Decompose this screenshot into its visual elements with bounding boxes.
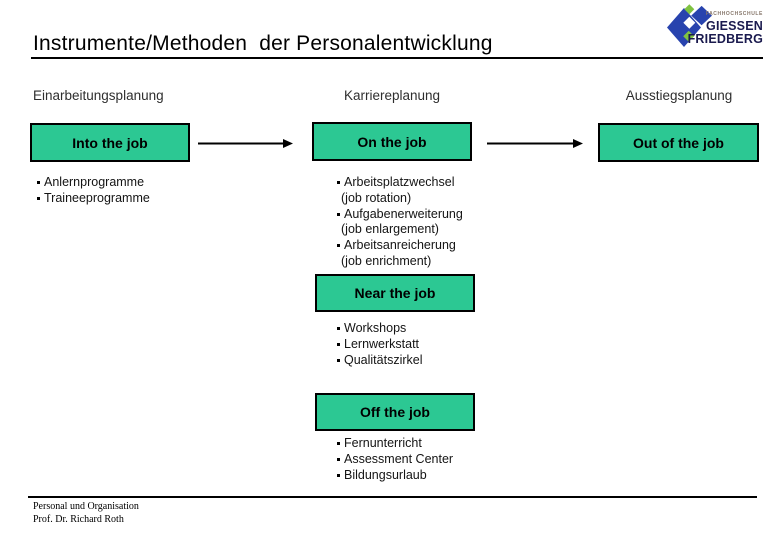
off-the-job-list: Fernunterricht Assessment Center Bildung…	[337, 436, 453, 483]
list-item-sub: (job enlargement)	[341, 222, 439, 237]
footer-divider	[28, 496, 757, 498]
bullet-square-icon	[337, 457, 340, 461]
footer-line1: Personal und Organisation	[33, 501, 139, 512]
arrow-right-icon	[198, 139, 293, 148]
bullet-square-icon	[337, 442, 340, 445]
arrow-right-icon	[487, 139, 583, 148]
list-item: Aufgabenerweiterung	[337, 207, 463, 223]
list-item: Assessment Center	[337, 452, 453, 468]
box-on-the-job: On the job	[312, 122, 472, 161]
into-the-job-list: Anlernprogramme Traineeprogramme	[37, 175, 150, 207]
list-item: Fernunterricht	[337, 436, 453, 452]
list-item-sub: (job enrichment)	[341, 253, 432, 268]
bullet-square-icon	[37, 181, 40, 184]
near-the-job-list: Workshops Lernwerkstatt Qualitätszirkel	[337, 321, 423, 368]
bullet-square-icon	[337, 358, 340, 362]
bullet-square-icon	[337, 473, 340, 477]
box-into-the-job: Into the job	[30, 123, 190, 162]
logo-institution-text: FACHHOCHSCHULE	[705, 11, 763, 17]
logo-name-line1: GIESSEN	[706, 19, 763, 33]
column-header-ausstiegsplanung: Ausstiegsplanung	[625, 88, 733, 103]
list-item: Arbeitsplatzwechsel	[337, 175, 463, 191]
box-near-the-job: Near the job	[315, 274, 475, 312]
list-item: Bildungsurlaub	[337, 468, 453, 484]
list-item: Lernwerkstatt	[337, 337, 423, 353]
list-item: Workshops	[337, 321, 423, 337]
bullet-square-icon	[337, 327, 340, 330]
bullet-square-icon	[337, 181, 340, 184]
bullet-square-icon	[337, 212, 340, 216]
title-underline	[31, 57, 763, 59]
list-item: Anlernprogramme	[37, 175, 150, 191]
list-item: Traineeprogramme	[37, 191, 150, 207]
footer: Personal und Organisation Prof. Dr. Rich…	[33, 500, 139, 526]
logo-diamonds-icon	[667, 4, 712, 47]
bullet-square-icon	[337, 342, 340, 346]
list-item: Qualitätszirkel	[337, 353, 423, 369]
box-off-the-job: Off the job	[315, 393, 475, 431]
column-header-einarbeitungsplanung: Einarbeitungsplanung	[33, 88, 164, 103]
on-the-job-list: Arbeitsplatzwechsel (job rotation) Aufga…	[337, 175, 463, 270]
list-item: Arbeitsanreicherung	[337, 238, 463, 254]
box-out-of-the-job: Out of the job	[598, 123, 759, 162]
bullet-square-icon	[37, 196, 40, 200]
list-item-sub: (job rotation)	[341, 190, 412, 205]
footer-line2: Prof. Dr. Richard Roth	[33, 514, 124, 525]
column-header-karriereplanung: Karriereplanung	[343, 88, 441, 103]
logo-wordmark: FACHHOCHSCHULE GIESSEN FRIEDBERG	[660, 11, 763, 46]
bullet-square-icon	[337, 244, 340, 248]
page-title: Instrumente/Methoden der Personalentwick…	[33, 32, 493, 55]
logo-name-line2: FRIEDBERG	[687, 32, 763, 46]
